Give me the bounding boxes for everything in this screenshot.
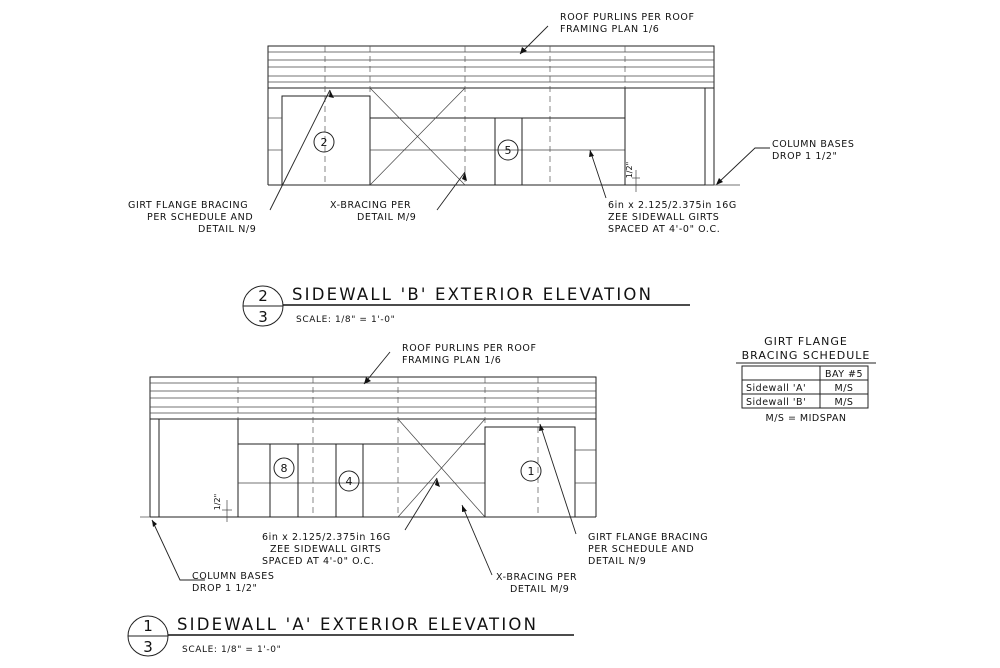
note-girt-bracing: DETAIL N/9 [198,224,256,235]
schedule-title: BRACING SCHEDULE [742,349,871,362]
note-girt-bracing: GIRT FLANGE BRACING [128,200,248,211]
note-x-bracing: DETAIL M/9 [510,584,569,595]
detail-number: 1 [143,617,153,635]
scale-note: SCALE: 1/8" = 1'-0" [182,645,281,655]
scale-note: SCALE: 1/8" = 1'-0" [296,315,395,325]
note-zee-girts: SPACED AT 4'-0" O.C. [608,224,720,235]
opening-label: 2 [321,136,328,149]
note-zee-girts: SPACED AT 4'-0" O.C. [262,556,374,567]
opening-1 [484,426,576,518]
schedule-column-header: BAY #5 [825,369,863,380]
schedule-row-value: M/S [835,397,854,408]
note-girt-bracing: GIRT FLANGE BRACING [588,532,708,543]
opening-label: 5 [505,144,512,157]
note-girt-bracing: DETAIL N/9 [588,556,646,567]
note-zee-girts: 6in x 2.125/2.375in 16G [262,532,391,543]
opening-bubble [497,139,519,161]
schedule-row-value: M/S [835,383,854,394]
sheet-number: 3 [258,308,268,326]
note-column-bases: COLUMN BASES [772,139,855,150]
opening-label: 8 [281,462,288,475]
schedule-title: GIRT FLANGE [764,335,848,348]
title-block-a: 1 3 SIDEWALL 'A' EXTERIOR ELEVATION SCAL… [127,615,574,657]
elevation-title: SIDEWALL 'A' EXTERIOR ELEVATION [177,615,538,634]
bracing-schedule: GIRT FLANGE BRACING SCHEDULE BAY #5 Side… [736,335,876,424]
opening-label: 4 [346,475,353,488]
note-zee-girts: ZEE SIDEWALL GIRTS [270,544,381,555]
schedule-footnote: M/S = MIDSPAN [766,413,847,424]
note-x-bracing: X-BRACING PER [330,200,411,211]
detail-number: 2 [258,287,268,305]
note-roof-purlins: ROOF PURLINS PER ROOF [402,343,537,354]
schedule-row-label: Sidewall 'B' [746,397,806,408]
opening-8 [269,443,299,518]
sidewall-a-elevation: 8 4 1 1/2" ROOF PURLINS PER ROOF FRAMING… [140,343,708,595]
title-block-b: 2 3 SIDEWALL 'B' EXTERIOR ELEVATION SCAL… [242,285,690,327]
opening-bubble [313,131,335,153]
note-roof-purlins: ROOF PURLINS PER ROOF [560,12,695,23]
note-roof-purlins: FRAMING PLAN 1/6 [402,355,501,366]
opening-bubble [520,460,542,482]
note-girt-bracing: PER SCHEDULE AND [588,544,694,555]
note-girt-bracing: PER SCHEDULE AND [147,212,253,223]
opening-5 [494,117,523,186]
dim-label: 1/2" [213,494,222,511]
sidewall-b-elevation: 2 5 1/2" ROOF PURLINS PER ROOF FRAMING P… [128,12,855,235]
note-column-bases: DROP 1 1/2" [192,583,257,594]
note-zee-girts: 6in x 2.125/2.375in 16G [608,200,737,211]
dim-label: 1/2" [625,162,634,179]
opening-bubble [273,457,295,479]
schedule-table [741,365,869,409]
elevation-title: SIDEWALL 'B' EXTERIOR ELEVATION [292,285,653,304]
sheet-number: 3 [143,638,153,656]
opening-bubble [338,470,360,492]
note-x-bracing: DETAIL M/9 [357,212,416,223]
schedule-row-label: Sidewall 'A' [746,383,806,394]
note-column-bases: COLUMN BASES [192,571,275,582]
opening-label: 1 [528,465,535,478]
note-roof-purlins: FRAMING PLAN 1/6 [560,24,659,35]
note-x-bracing: X-BRACING PER [496,572,577,583]
opening-4 [335,443,364,518]
note-zee-girts: ZEE SIDEWALL GIRTS [608,212,719,223]
note-column-bases: DROP 1 1/2" [772,151,837,162]
